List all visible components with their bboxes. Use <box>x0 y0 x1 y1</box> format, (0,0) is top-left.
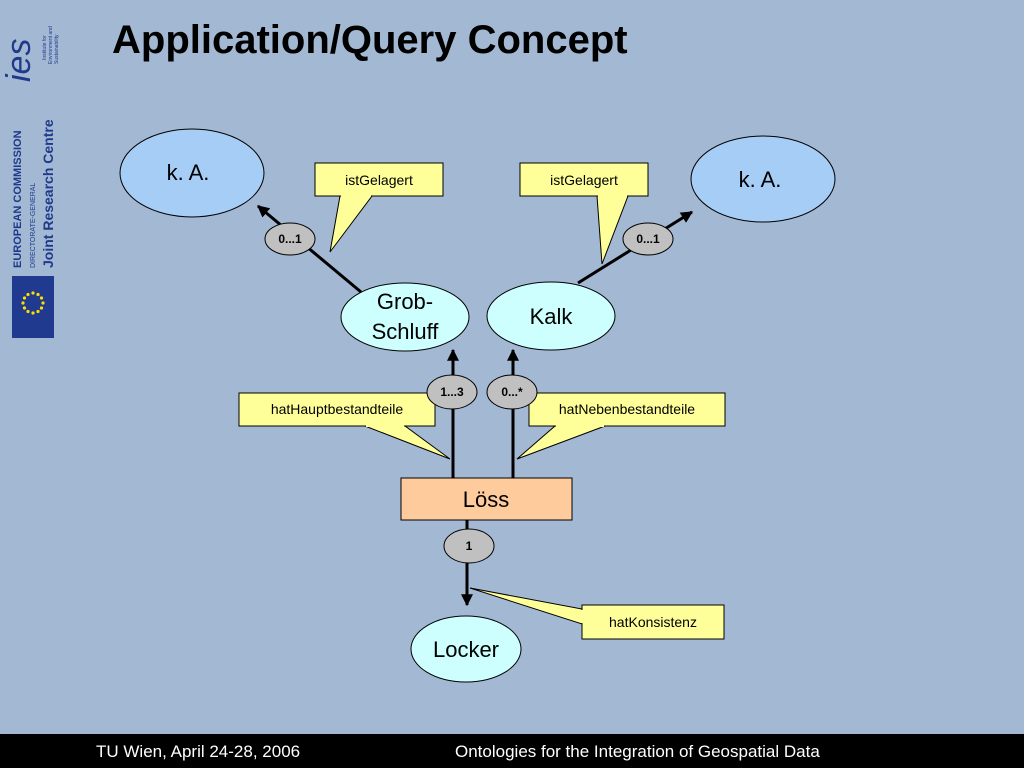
callout-istgelagert-left: istGelagert <box>314 162 444 253</box>
badge-neben-label: 0...* <box>501 385 523 399</box>
badge-cardinality-locker: 1 <box>443 528 495 564</box>
badge-cardinality-ka-left: 0...1 <box>264 222 316 256</box>
callout-hatkonsistenz: hatKonsistenz <box>469 587 725 640</box>
node-grob-schluff: Grob- Schluff <box>340 282 470 352</box>
sidebar-svg: ies Institute for Environment and Sustai… <box>0 26 60 338</box>
callout-hatkonsistenz-label: hatKonsistenz <box>609 614 697 630</box>
callout-istgelagert-right: istGelagert <box>519 162 649 265</box>
callout-hatnebenbestandteile: hatNebenbestandteile <box>516 392 726 460</box>
node-loess: Löss <box>400 477 573 521</box>
node-kalk: Kalk <box>486 281 616 351</box>
ies-caption-2: Environment and <box>48 26 54 64</box>
node-kalk-label: Kalk <box>530 304 574 329</box>
badge-ka-left-label: 0...1 <box>278 232 302 246</box>
badge-cardinality-neben: 0...* <box>486 374 538 410</box>
org-line-1: EUROPEAN COMMISSION <box>12 130 24 268</box>
node-ka-right: k. A. <box>690 135 836 223</box>
node-grob-label-2: Schluff <box>372 319 440 344</box>
node-locker-label: Locker <box>433 637 499 662</box>
jrc-logo: EUROPEAN COMMISSION DIRECTORATE-GENERAL … <box>12 119 56 268</box>
footer-talk-title: Ontologies for the Integration of Geospa… <box>455 742 820 761</box>
node-ka-left-label: k. A. <box>167 160 210 185</box>
callout-istgelagert-left-label: istGelagert <box>345 172 413 188</box>
badge-cardinality-haupt: 1...3 <box>426 374 478 410</box>
ies-caption-1: Institute for <box>42 35 48 60</box>
ies-logo-text: ies <box>0 39 38 82</box>
badge-cardinality-ka-right: 0...1 <box>622 222 674 256</box>
node-ka-left: k. A. <box>119 128 265 218</box>
eu-flag-icon <box>12 276 54 338</box>
footer-event: TU Wien, April 24-28, 2006 <box>96 742 301 761</box>
badge-locker-label: 1 <box>466 539 473 553</box>
node-grob-label-1: Grob- <box>377 289 433 314</box>
sidebar-logos: ies Institute for Environment and Sustai… <box>0 0 64 340</box>
badge-ka-right-label: 0...1 <box>636 232 660 246</box>
ies-logo: ies Institute for Environment and Sustai… <box>0 26 60 82</box>
callout-hathauptbestandteile-label: hatHauptbestandteile <box>271 401 404 417</box>
node-loess-label: Löss <box>463 487 509 512</box>
callout-hatnebenbestandteile-label: hatNebenbestandteile <box>559 401 695 417</box>
ies-caption-3: Sustainability <box>54 34 60 64</box>
page-title: Application/Query Concept <box>112 18 628 62</box>
node-ka-right-label: k. A. <box>739 167 782 192</box>
callout-hathauptbestandteile: hatHauptbestandteile <box>238 392 451 460</box>
node-locker: Locker <box>410 615 522 683</box>
concept-diagram: istGelagert istGelagert hatHauptbestandt… <box>119 128 836 683</box>
org-line-2: DIRECTORATE-GENERAL <box>30 183 37 268</box>
footer-bar: TU Wien, April 24-28, 2006 Ontologies fo… <box>0 734 1024 768</box>
badge-haupt-label: 1...3 <box>440 385 464 399</box>
org-line-3: Joint Research Centre <box>40 119 56 268</box>
callout-istgelagert-right-label: istGelagert <box>550 172 618 188</box>
